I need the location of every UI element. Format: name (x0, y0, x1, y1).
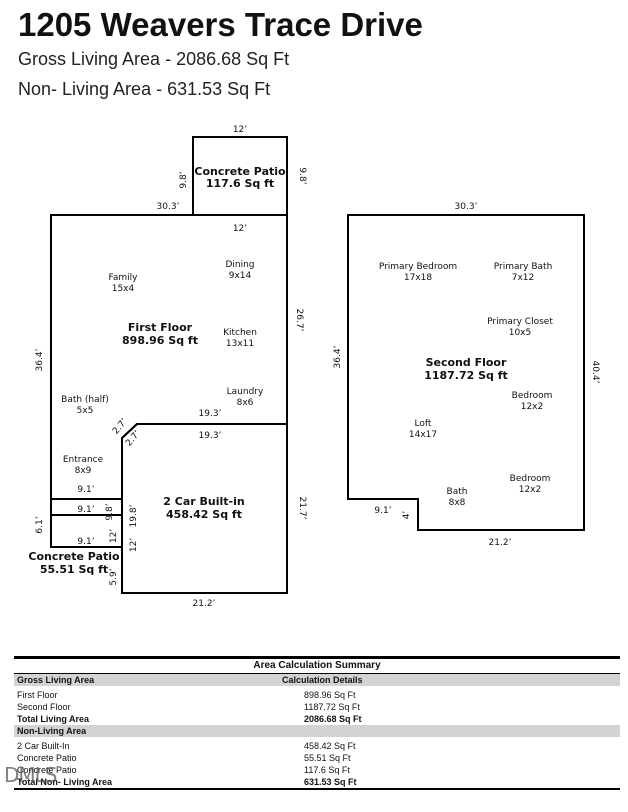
row-value: 898.96 Sq Ft (304, 690, 356, 700)
row-label: Total Living Area (17, 714, 90, 724)
room-kitchen-name: Kitchen (223, 328, 257, 338)
room-bedroom-lower-name: Bedroom (510, 474, 551, 484)
second-floor-outline (347, 214, 585, 531)
small-patio-right-dim: 12’ (109, 529, 119, 543)
garage-lower-left-dim: 5.9’ (109, 568, 119, 585)
table-row: Concrete Patio 55.51 Sq Ft (14, 752, 620, 764)
summary-title: Area Calculation Summary (14, 656, 620, 674)
row-value: 631.53 Sq Ft (304, 777, 357, 787)
first-floor-right-dim: 26.7’ (294, 309, 304, 332)
small-patio-area: 55.51 Sq ft (40, 563, 108, 576)
concrete-patio-small-outline (50, 498, 123, 548)
row-value: 458.42 Sq Ft (304, 741, 356, 751)
gross-living-header-row: Gross Living Area Calculation Details (14, 674, 620, 686)
gross-living-header: Gross Living Area (17, 675, 95, 685)
first-floor-left-dim: 36.4’ (35, 348, 45, 371)
room-bath-size: 8x8 (449, 498, 466, 508)
row-value: 2086.68 Sq Ft (304, 714, 362, 724)
first-floor-name: First Floor (128, 321, 193, 334)
garage-outline (121, 423, 288, 594)
second-floor-left-dim: 36.4’ (333, 345, 343, 368)
floor-plan-diagram: 12’ 9.8’ 9.8’ Concrete Patio 117.6 Sq ft… (28, 125, 600, 609)
room-entrance-name: Entrance (63, 455, 104, 465)
room-laundry-name: Laundry (227, 387, 264, 397)
room-entrance-size: 8x9 (75, 466, 92, 476)
row-label: First Floor (17, 690, 58, 700)
second-floor-right-dim: 40.4’ (590, 361, 600, 384)
garage-inner-left-dim: 19.8’ (129, 504, 139, 527)
table-row: Concrete Patio 117.6 Sq Ft (14, 764, 620, 776)
gross-living-area-line: Gross Living Area - 2086.68 Sq Ft (18, 49, 290, 69)
room-kitchen-size: 13x11 (226, 339, 254, 349)
dmls-watermark-logo: DMLS (4, 763, 57, 787)
first-floor-area: 898.96 Sq ft (122, 334, 198, 347)
second-floor-bottom-dim: 21.2’ (489, 538, 512, 548)
room-loft-size: 14x17 (409, 430, 437, 440)
entrance-width-dim: 9.1’ (77, 485, 94, 495)
table-row: First Floor 898.96 Sq Ft (14, 689, 620, 701)
second-floor-notch-width-dim: 9.1’ (374, 506, 391, 516)
room-family-name: Family (109, 273, 139, 283)
small-patio-name: Concrete Patio (28, 550, 120, 563)
room-primary-closet-name: Primary Closet (487, 317, 553, 327)
garage-area: 458.42 Sq ft (166, 508, 242, 521)
patio-top-name: Concrete Patio (194, 165, 286, 178)
room-laundry-size: 8x6 (237, 398, 254, 408)
patio-top-left-dim: 9.8’ (179, 171, 189, 188)
non-living-area-line: Non- Living Area - 631.53 Sq Ft (18, 79, 271, 99)
second-floor-notch-height-dim: 4’ (402, 511, 412, 520)
room-primary-bedroom-name: Primary Bedroom (379, 262, 457, 272)
room-bedroom-lower-size: 12x2 (519, 485, 542, 495)
small-patio-top-dim: 9.1’ (77, 505, 94, 515)
room-bedroom-upper-size: 12x2 (521, 402, 544, 412)
first-floor-step-dim: 19.3’ (199, 409, 222, 419)
patio-top-right-dim: 9.8’ (297, 167, 307, 184)
small-patio-bottom-dim: 9.1’ (77, 537, 94, 547)
patio-top-width-dim: 12’ (233, 125, 247, 135)
non-living-total-row: Total Non- Living Area 631.53 Sq Ft (14, 776, 620, 790)
garage-inner-b-dim: 12’ (129, 538, 139, 552)
row-value: 55.51 Sq Ft (304, 753, 351, 763)
first-floor-top-dim: 30.3’ (157, 202, 180, 212)
room-bath-half-name: Bath (half) (61, 395, 109, 405)
row-label: Concrete Patio (17, 753, 77, 763)
calculation-details-header: Calculation Details (282, 675, 363, 685)
row-label: Total Non- Living Area (17, 777, 113, 787)
row-value: 117.6 Sq Ft (304, 765, 350, 775)
gross-total-row: Total Living Area 2086.68 Sq Ft (14, 713, 620, 725)
garage-inner-a-dim: 9.8’ (105, 503, 115, 520)
room-dining-name: Dining (225, 260, 254, 270)
room-bedroom-upper-name: Bedroom (512, 391, 553, 401)
patio-top-area: 117.6 Sq ft (206, 177, 274, 190)
second-floor-name: Second Floor (426, 356, 507, 369)
row-label: Second Floor (17, 702, 71, 712)
room-family-size: 15x4 (112, 284, 135, 294)
garage-bottom-dim: 21.2’ (193, 599, 216, 609)
non-living-header-row: Non-Living Area (14, 725, 620, 737)
room-bath-half-size: 5x5 (77, 406, 94, 416)
room-primary-bath-name: Primary Bath (494, 262, 553, 272)
row-label: 2 Car Built-In (17, 741, 70, 751)
row-value: 1187.72 Sq Ft (304, 702, 360, 712)
garage-name: 2 Car Built-in (163, 495, 244, 508)
room-primary-bath-size: 7x12 (512, 273, 535, 283)
second-floor-top-dim: 30.3’ (455, 202, 478, 212)
garage-top-dim: 19.3’ (199, 431, 222, 441)
first-floor-inner-top-dim: 12’ (233, 224, 247, 234)
room-primary-bedroom-size: 17x18 (404, 273, 433, 283)
area-summary-table: Area Calculation Summary Gross Living Ar… (14, 656, 620, 790)
room-bath-name: Bath (447, 487, 468, 497)
diagonal-dim-b: 2.7’ (124, 429, 143, 449)
second-floor-area: 1187.72 Sq ft (424, 369, 508, 382)
garage-right-dim: 21.7’ (297, 497, 307, 520)
room-loft-name: Loft (415, 419, 432, 429)
table-row: 2 Car Built-In 458.42 Sq Ft (14, 740, 620, 752)
table-row: Second Floor 1187.72 Sq Ft (14, 701, 620, 713)
room-dining-size: 9x14 (229, 271, 252, 281)
small-patio-left-dim: 6.1’ (35, 516, 45, 533)
non-living-header: Non-Living Area (17, 726, 87, 736)
row-label: Concrete Patio (17, 765, 77, 775)
page-title: 1205 Weavers Trace Drive (18, 6, 423, 43)
room-primary-closet-size: 10x5 (509, 328, 532, 338)
